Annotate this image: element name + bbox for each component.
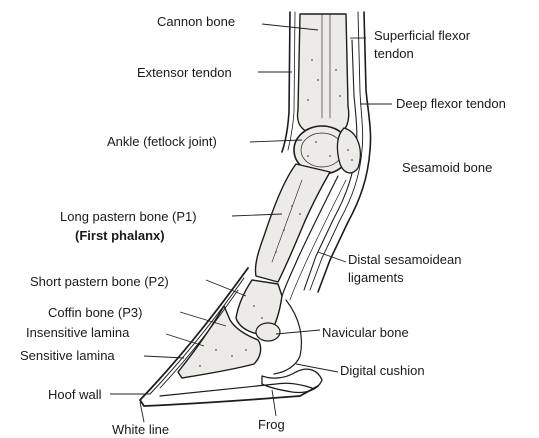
label-long-pastern-line1: Long pastern bone (P1): [60, 209, 197, 224]
label-deep-flexor-tendon: Deep flexor tendon: [396, 96, 506, 111]
leader-navicular: [276, 330, 320, 334]
leader-insensitive-lamina: [166, 334, 204, 346]
frog-shape: [262, 369, 322, 392]
navicular-bone-shape: [256, 323, 280, 341]
label-insensitive-lamina: Insensitive lamina: [26, 325, 130, 340]
label-superficial-flexor-line2: tendon: [374, 46, 414, 61]
label-sensitive-lamina: Sensitive lamina: [20, 348, 115, 363]
cannon-bone-shape: [298, 14, 349, 134]
label-long-pastern-line2: (First phalanx): [75, 228, 165, 243]
label-digital-cushion: Digital cushion: [340, 363, 425, 378]
label-navicular-bone: Navicular bone: [322, 325, 409, 340]
labels: Cannon bone Superficial flexor tendon Ex…: [20, 14, 506, 437]
label-short-pastern: Short pastern bone (P2): [30, 274, 169, 289]
label-extensor-tendon: Extensor tendon: [137, 65, 232, 80]
label-distal-sesamoidean-line1: Distal sesamoidean: [348, 252, 461, 267]
long-pastern-shape: [255, 164, 330, 282]
label-ankle: Ankle (fetlock joint): [107, 134, 217, 149]
leader-digital-cushion: [296, 364, 338, 372]
sole-shape: [160, 383, 312, 396]
leader-ankle: [250, 140, 302, 142]
label-distal-sesamoidean-line2: ligaments: [348, 270, 404, 285]
extensor-tendon-shape: [282, 12, 290, 152]
label-white-line: White line: [112, 422, 169, 437]
leader-frog: [272, 390, 276, 416]
label-superficial-flexor-line1: Superficial flexor: [374, 28, 471, 43]
label-cannon-bone: Cannon bone: [157, 14, 235, 29]
label-hoof-wall: Hoof wall: [48, 387, 102, 402]
label-coffin-bone: Coffin bone (P3): [48, 305, 142, 320]
label-frog: Frog: [258, 417, 285, 432]
leader-short-pastern: [206, 280, 246, 296]
label-sesamoid-bone: Sesamoid bone: [402, 160, 492, 175]
